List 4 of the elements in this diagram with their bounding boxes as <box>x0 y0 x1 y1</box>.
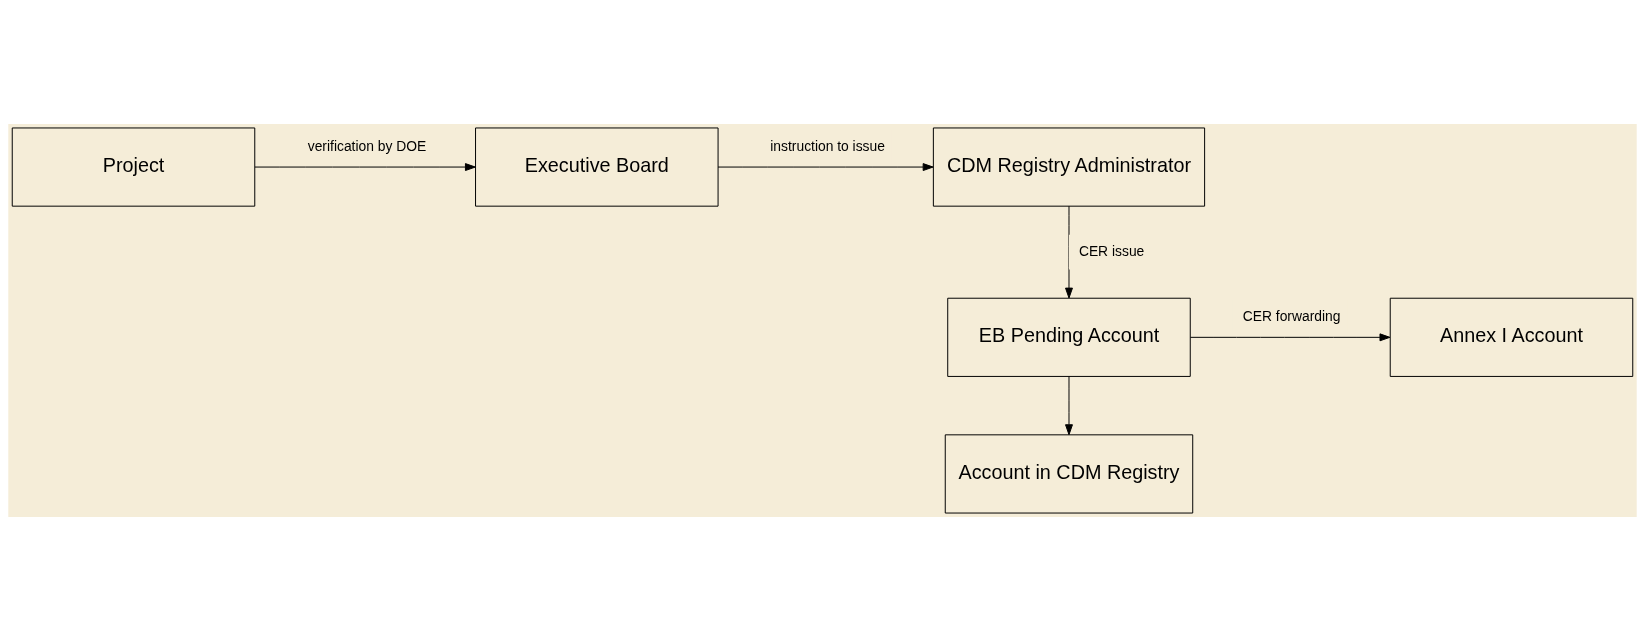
edge-label: CER forwarding <box>1242 308 1341 325</box>
edge-label: instruction to issue <box>770 137 885 154</box>
edge-label: CER issue <box>1078 243 1145 260</box>
edge-label: verification by DOE <box>307 137 427 154</box>
